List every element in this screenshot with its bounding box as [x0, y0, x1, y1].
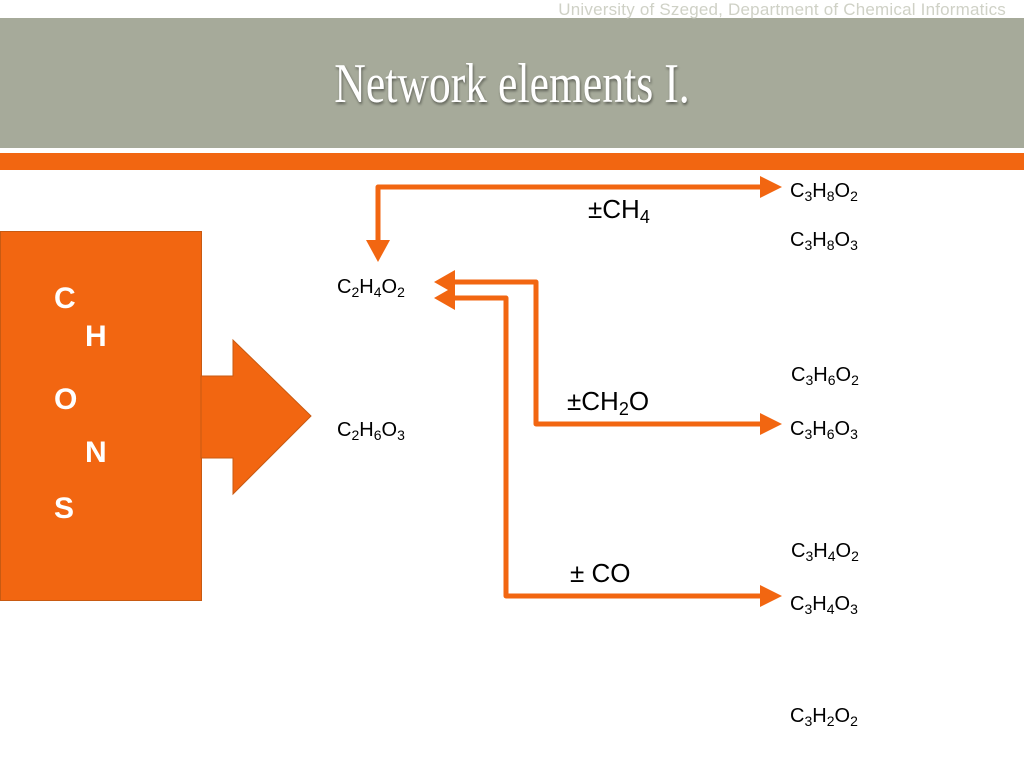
formula-symbol: H	[813, 364, 828, 386]
formula-symbol: H	[812, 705, 827, 727]
ch2o-path	[444, 279, 768, 427]
slide-title: Network elements I.	[334, 53, 690, 115]
formula-symbol: C	[337, 419, 352, 441]
formula-symbol: O	[381, 276, 398, 298]
formula-subscript: 3	[804, 601, 813, 617]
formula-subscript: 3	[850, 237, 858, 253]
molecule-c3h6o3: C3H6O3	[790, 418, 858, 441]
elements-arrow-head	[200, 338, 312, 496]
co-arrowhead-left	[434, 286, 455, 310]
formula-symbol: O	[834, 705, 851, 727]
formula-symbol: ±CH	[567, 386, 619, 416]
molecule-c2h6o3: C2H6O3	[337, 419, 405, 442]
formula-symbol: O	[628, 386, 650, 416]
elements-box	[0, 231, 202, 601]
molecule-c3h4o2: C3H4O2	[791, 540, 859, 563]
formula-subscript: 3	[397, 427, 405, 443]
element-n: N	[85, 436, 107, 469]
element-s: S	[54, 492, 75, 525]
formula-subscript: 2	[397, 284, 405, 300]
formula-symbol: C	[791, 364, 806, 386]
formula-symbol: O	[835, 364, 852, 386]
formula-subscript: 3	[804, 237, 813, 253]
reaction-label-ch2o: ±CH2O	[567, 386, 650, 419]
formula-symbol: O	[834, 593, 851, 615]
molecule-c3h8o3: C3H8O3	[790, 229, 858, 252]
formula-symbol: H	[813, 540, 828, 562]
formula-subscript: 2	[618, 399, 629, 419]
formula-symbol: C	[790, 229, 805, 251]
formula-symbol: ± CO	[570, 558, 631, 588]
formula-symbol: C	[337, 276, 352, 298]
formula-symbol: C	[790, 705, 805, 727]
molecule-c3h8o2: C3H8O2	[790, 180, 858, 203]
formula-symbol: H	[812, 229, 827, 251]
ch4-arrowhead-down	[366, 240, 390, 262]
element-h: H	[85, 320, 107, 353]
element-c: C	[54, 282, 76, 315]
formula-subscript: 2	[826, 713, 835, 729]
formula-subscript: 6	[373, 427, 382, 443]
accent-bar	[0, 153, 1024, 170]
formula-subscript: 4	[826, 601, 835, 617]
formula-symbol: O	[834, 180, 851, 202]
reaction-label-co: ± CO	[570, 558, 631, 589]
formula-subscript: 6	[827, 372, 836, 388]
formula-symbol: C	[791, 540, 806, 562]
molecule-c2h4o2: C2H4O2	[337, 276, 405, 299]
formula-subscript: 6	[826, 426, 835, 442]
ch4-path	[375, 184, 768, 245]
co-arrowhead-right	[760, 585, 782, 607]
formula-subscript: 3	[804, 713, 813, 729]
element-o: O	[54, 383, 78, 416]
formula-symbol: H	[359, 276, 374, 298]
formula-symbol: H	[812, 418, 827, 440]
formula-subscript: 4	[827, 548, 836, 564]
formula-subscript: 3	[804, 426, 813, 442]
formula-subscript: 8	[826, 188, 835, 204]
formula-subscript: 3	[805, 548, 814, 564]
formula-subscript: 8	[826, 237, 835, 253]
ch4-arrowhead-right	[760, 176, 782, 198]
formula-subscript: 2	[851, 548, 859, 564]
formula-subscript: 2	[851, 372, 859, 388]
formula-symbol: C	[790, 418, 805, 440]
formula-symbol: C	[790, 180, 805, 202]
formula-subscript: 2	[850, 713, 858, 729]
formula-symbol: H	[812, 593, 827, 615]
formula-subscript: 2	[351, 284, 360, 300]
formula-symbol: O	[835, 540, 852, 562]
formula-subscript: 4	[373, 284, 382, 300]
ch2o-arrowhead-right	[760, 413, 782, 435]
molecule-c3h6o2: C3H6O2	[791, 364, 859, 387]
formula-symbol: C	[790, 593, 805, 615]
reaction-label-ch4: ±CH4	[588, 194, 650, 227]
formula-subscript: 3	[805, 372, 814, 388]
formula-subscript: 4	[639, 207, 650, 227]
formula-symbol: ±CH	[588, 194, 640, 224]
formula-subscript: 3	[850, 601, 858, 617]
institution-credit: University of Szeged, Department of Chem…	[558, 0, 1006, 19]
formula-subscript: 2	[351, 427, 360, 443]
ch2o-arrowhead-left	[434, 270, 455, 294]
formula-subscript: 3	[804, 188, 813, 204]
molecule-c3h4o3: C3H4O3	[790, 593, 858, 616]
formula-symbol: O	[834, 229, 851, 251]
formula-symbol: H	[359, 419, 374, 441]
molecule-c3h2o2: C3H2O2	[790, 705, 858, 728]
title-bar	[0, 18, 1024, 148]
formula-symbol: H	[812, 180, 827, 202]
formula-subscript: 3	[850, 426, 858, 442]
formula-subscript: 2	[850, 188, 858, 204]
formula-symbol: O	[834, 418, 851, 440]
co-path	[444, 295, 768, 599]
formula-symbol: O	[381, 419, 398, 441]
